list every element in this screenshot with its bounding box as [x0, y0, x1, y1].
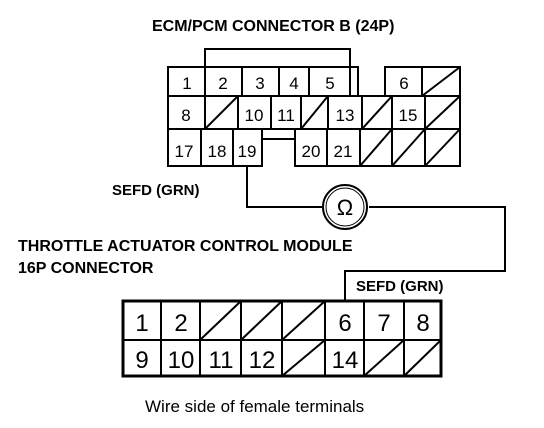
ecm-empty-slash [391, 128, 426, 167]
test-wiring: Ω [246, 166, 506, 301]
wire-from-ecm-pin-19 [246, 166, 322, 208]
tac-empty-slash [240, 300, 283, 341]
tac-pin-number: 2 [174, 310, 187, 337]
ecm-pin-number: 10 [245, 106, 264, 125]
tac-pin-number: 14 [332, 347, 359, 374]
ecm-empty-slash [359, 128, 393, 167]
ecm-pin-number: 17 [175, 142, 194, 161]
ecm-pin-number: 1 [182, 74, 191, 93]
ohmmeter-inner-ring [325, 187, 365, 227]
tac-empty-slash [281, 339, 326, 377]
ecm-empty-slash [204, 95, 239, 130]
ecm-pin-number: 21 [334, 142, 353, 161]
ecm-pin-number: 2 [218, 74, 227, 93]
ecm-empty-slash [300, 95, 329, 130]
tac-module-title: THROTTLE ACTUATOR CONTROL MODULE [18, 238, 353, 255]
ecm-pin-number: 20 [302, 142, 321, 161]
tac-pin-number: 9 [135, 347, 148, 374]
ecm-empty-slash [424, 95, 461, 130]
ecm-pin-number: 4 [289, 74, 298, 93]
ecm-lock-tab [204, 48, 351, 67]
tac-pin-number: 7 [377, 310, 390, 337]
wire-to-tac-pin-6 [344, 206, 506, 301]
tac-wire-label: SEFD (GRN) [356, 278, 444, 295]
ecm-wire-label: SEFD (GRN) [112, 182, 200, 199]
ohm-icon: Ω [337, 195, 353, 220]
tac-pin-number: 1 [135, 310, 148, 337]
tac-connector-title: 16P CONNECTOR [18, 260, 154, 277]
tac-pin-number: 12 [249, 347, 276, 374]
ecm-connector: 1 2 3 4 5 6 8 10 11 13 15 17 18 19 20 21 [167, 48, 461, 167]
tac-empty-slash [199, 300, 242, 341]
tac-pin-number: 10 [168, 347, 195, 374]
ecm-empty-slash [361, 95, 393, 130]
ecm-pin-24-empty [424, 128, 461, 167]
caption: Wire side of female terminals [145, 397, 364, 416]
tac-connector: 1 2 6 7 8 9 10 11 12 14 [121, 299, 443, 378]
ecm-pin-number: 19 [238, 142, 257, 161]
ecm-pin-number: 18 [208, 142, 227, 161]
ecm-empty-slash [421, 66, 461, 97]
ecm-pin-number: 6 [399, 74, 408, 93]
ecm-pin-number: 13 [336, 106, 355, 125]
ecm-connector-title: ECM/PCM CONNECTOR B (24P) [152, 18, 394, 35]
ecm-pin-number: 15 [399, 106, 418, 125]
tac-pin-number: 8 [416, 310, 429, 337]
ecm-pin-number: 8 [181, 106, 190, 125]
ohmmeter-symbol [322, 184, 368, 230]
tac-pin-number: 11 [209, 347, 234, 374]
tac-pin-number: 6 [338, 310, 351, 337]
tac-empty-slash [403, 339, 442, 377]
ecm-pin-number: 5 [325, 74, 334, 93]
tac-empty-slash [363, 339, 405, 377]
ecm-pin-number: 3 [255, 74, 264, 93]
ecm-pin-number: 11 [277, 106, 295, 125]
tac-empty-slash [281, 300, 326, 341]
ecm-empty-slash [424, 128, 461, 167]
